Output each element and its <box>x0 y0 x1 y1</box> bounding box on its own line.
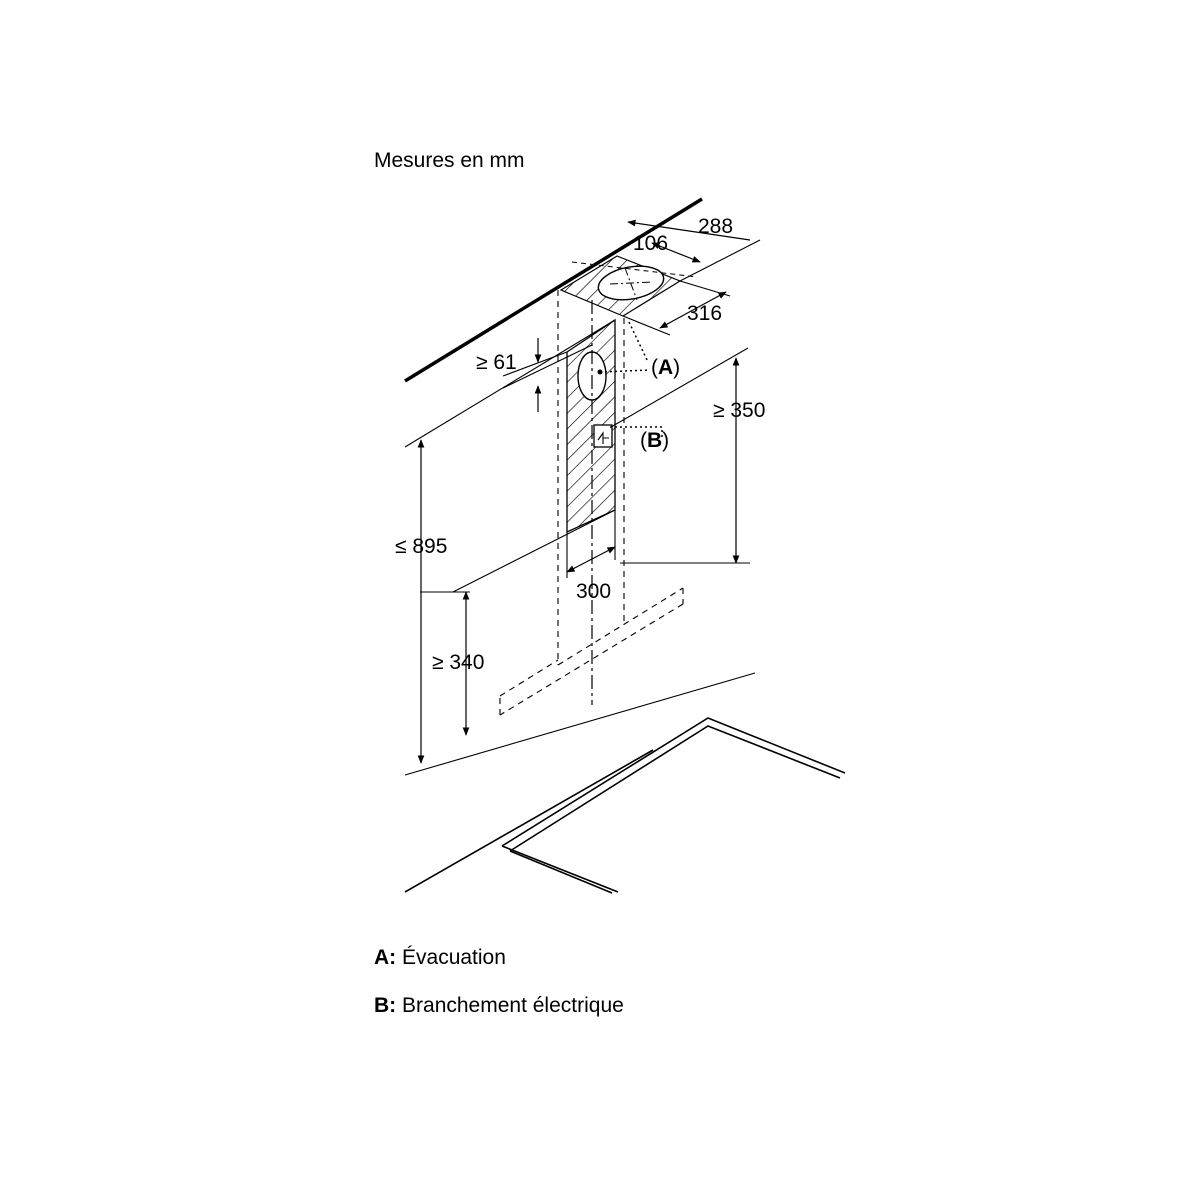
dim-288: 288 <box>698 215 733 238</box>
diagram-caption: Mesures en mm <box>374 149 525 172</box>
legend-item-b: B: Branchement électrique <box>374 994 624 1018</box>
dim-350: ≥ 350 <box>713 399 765 422</box>
legend-text-a: Évacuation <box>402 946 506 969</box>
dim-line-300 <box>566 546 616 573</box>
legend-text-b: Branchement électrique <box>402 994 624 1017</box>
dim-line-288 <box>627 219 751 241</box>
dim-line-106 <box>651 242 701 263</box>
marker-a: (A) <box>651 356 680 379</box>
extension-lines <box>404 239 761 776</box>
legend-key-a: A: <box>374 946 397 969</box>
cooktop <box>404 717 846 894</box>
legend-key-b: B: <box>374 994 397 1017</box>
dim-316: 316 <box>687 302 722 325</box>
legend-item-a: A: Évacuation <box>374 946 506 970</box>
hood-outline <box>499 290 684 716</box>
leader-a <box>599 369 651 373</box>
leader-b <box>610 426 663 438</box>
marker-b: (B) <box>640 429 669 452</box>
dimension-arrows <box>417 219 751 764</box>
dim-300: 300 <box>576 580 611 603</box>
wall-zone <box>566 318 616 534</box>
dim-340: ≥ 340 <box>432 651 484 674</box>
dim-895: ≤ 895 <box>395 535 447 558</box>
ceiling-line <box>404 197 703 383</box>
dim-61: ≥ 61 <box>476 351 517 374</box>
dim-line-316 <box>659 291 727 329</box>
ceiling-cutout <box>559 255 698 317</box>
dim-106: 106 <box>633 232 668 255</box>
